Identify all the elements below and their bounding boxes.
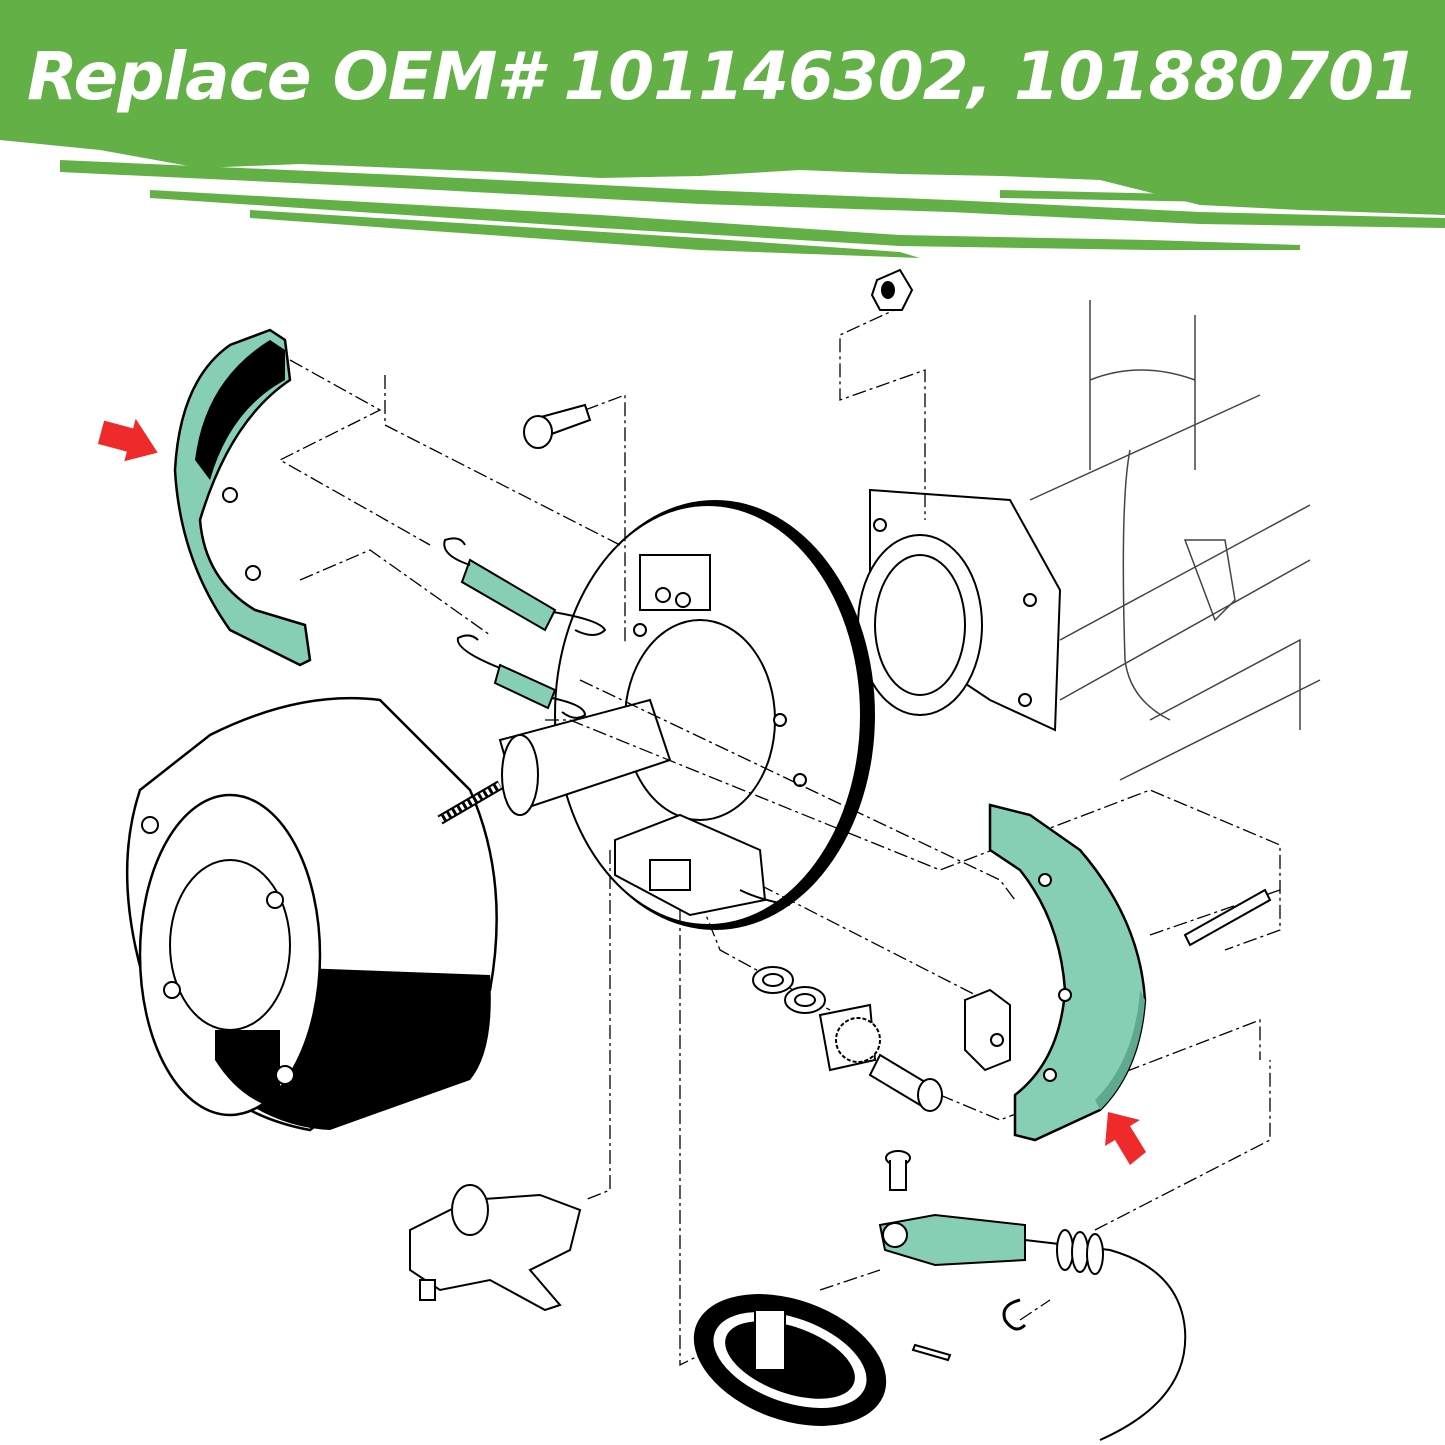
cotter-pin	[911, 1343, 952, 1362]
mounting-bolt	[523, 403, 592, 449]
adjuster-screw	[868, 1053, 943, 1112]
page-title: Replace OEM# 101146302, 101880701	[27, 38, 1419, 115]
lower-brake-shoe	[988, 803, 1147, 1142]
brake-cable	[1024, 1229, 1187, 1441]
red-arrow-icon	[1105, 1112, 1146, 1165]
e-clip	[1002, 1298, 1027, 1331]
dust-cover	[693, 1294, 887, 1426]
upper-return-spring	[443, 537, 607, 636]
star-adjuster	[818, 1003, 881, 1072]
adjuster-washers	[752, 966, 826, 1014]
lower-return-spring	[456, 634, 587, 719]
parking-brake-lever	[409, 1184, 582, 1312]
wheel-cylinder	[614, 813, 791, 917]
adjuster-clip	[964, 988, 1011, 1072]
cable-clevis	[878, 1213, 1026, 1267]
red-arrow-icon	[97, 418, 158, 462]
axle-frame-outline	[1029, 300, 1321, 781]
leader-lines	[278, 304, 1281, 1367]
banner-brush-stroke	[0, 0, 1445, 258]
upper-brake-shoe	[173, 328, 312, 667]
backing-plate	[554, 500, 875, 930]
clevis-pin	[885, 1150, 911, 1191]
axle-flange	[857, 488, 1062, 732]
brake-drum	[125, 696, 503, 1132]
hold-down-pin	[1183, 888, 1272, 947]
hex-nut	[870, 268, 914, 311]
